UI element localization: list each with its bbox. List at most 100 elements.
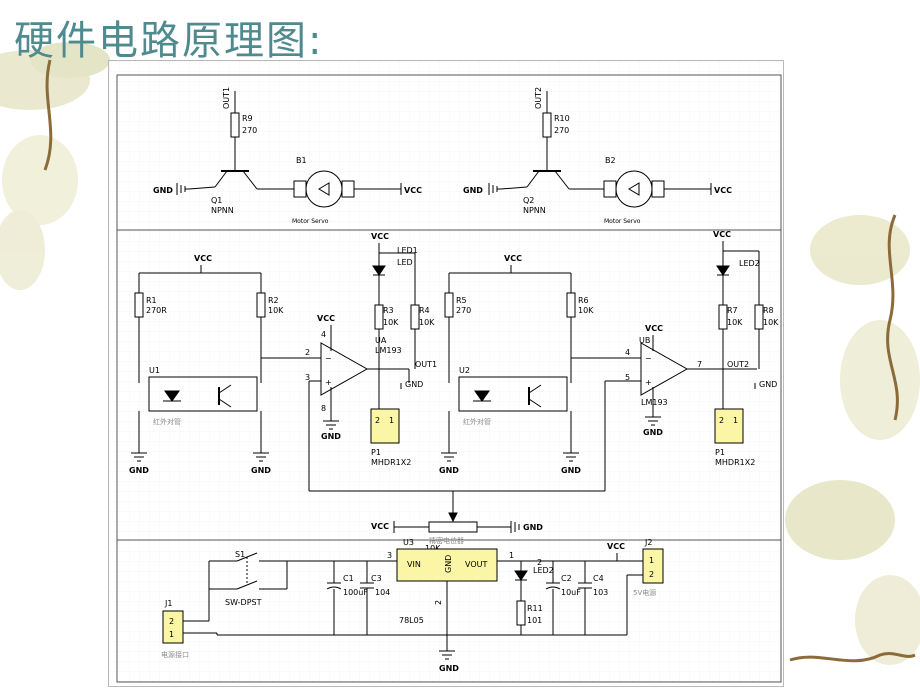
svg-text:R10: R10 xyxy=(554,114,570,123)
svg-text:C3: C3 xyxy=(371,574,382,583)
svg-text:10K: 10K xyxy=(578,306,594,315)
connector-j1 xyxy=(162,610,184,644)
svg-text:GND: GND xyxy=(561,466,581,475)
svg-text:VCC: VCC xyxy=(404,186,422,195)
svg-text:R7: R7 xyxy=(727,306,738,315)
svg-text:2: 2 xyxy=(375,416,380,425)
svg-text:10K: 10K xyxy=(727,318,743,327)
svg-text:10K: 10K xyxy=(268,306,284,315)
svg-text:VCC: VCC xyxy=(504,254,522,263)
svg-text:GND: GND xyxy=(251,466,271,475)
svg-text:7: 7 xyxy=(697,360,702,369)
svg-text:OUT2: OUT2 xyxy=(534,87,543,109)
svg-text:Q2: Q2 xyxy=(523,196,534,205)
svg-text:VCC: VCC xyxy=(645,324,663,333)
svg-text:5: 5 xyxy=(625,373,630,382)
svg-text:270: 270 xyxy=(242,126,257,135)
svg-text:1: 1 xyxy=(389,416,394,425)
motor-driver-2: OUT2 R10 270 GND Q2 NPNN B2 VCC Motor Se… xyxy=(463,87,732,225)
svg-text:GND: GND xyxy=(463,186,483,195)
svg-text:R11: R11 xyxy=(527,604,543,613)
svg-text:J1: J1 xyxy=(164,599,172,608)
svg-text:S1: S1 xyxy=(235,550,245,559)
svg-text:10K: 10K xyxy=(419,318,435,327)
circuit-diagram: OUT1 R9 270 GND Q1 NPNN B1 VCC Motor Ser… xyxy=(109,61,785,688)
svg-text:10K: 10K xyxy=(763,318,779,327)
svg-text:GND: GND xyxy=(444,555,453,573)
svg-text:1: 1 xyxy=(169,630,174,639)
svg-text:GND: GND xyxy=(321,432,341,441)
svg-text:R6: R6 xyxy=(578,296,589,305)
led-power xyxy=(514,570,528,581)
schematic-sheet: OUT1 R9 270 GND Q1 NPNN B1 VCC Motor Ser… xyxy=(108,60,785,688)
ir-sensor-u2 xyxy=(458,376,568,412)
svg-text:1: 1 xyxy=(733,416,738,425)
page-title: 硬件电路原理图: xyxy=(14,18,324,64)
svg-text:OUT1: OUT1 xyxy=(415,360,437,369)
svg-text:−: − xyxy=(645,354,652,363)
svg-text:R5: R5 xyxy=(456,296,467,305)
svg-text:VIN: VIN xyxy=(407,560,421,569)
svg-text:1: 1 xyxy=(509,551,514,560)
power-supply: J1 2 1 电源接口 S1 SW-DPST C1 100uF C3 104 xyxy=(161,538,664,673)
svg-text:R9: R9 xyxy=(242,114,253,123)
svg-text:270: 270 xyxy=(456,306,471,315)
svg-text:10K: 10K xyxy=(383,318,399,327)
svg-text:VCC: VCC xyxy=(194,254,212,263)
svg-text:GND: GND xyxy=(643,428,663,437)
svg-text:4: 4 xyxy=(321,330,326,339)
svg-text:10uF: 10uF xyxy=(561,588,581,597)
svg-text:P1: P1 xyxy=(371,448,381,457)
svg-text:LED2: LED2 xyxy=(739,259,760,268)
svg-text:2: 2 xyxy=(169,617,174,626)
ir-sensor-u1 xyxy=(148,376,258,412)
svg-text:电源接口: 电源接口 xyxy=(161,650,189,659)
svg-text:OUT2: OUT2 xyxy=(727,360,749,369)
svg-text:MHDR1X2: MHDR1X2 xyxy=(371,458,411,467)
svg-text:R2: R2 xyxy=(268,296,279,305)
comparator-ua xyxy=(320,342,369,396)
svg-text:U3: U3 xyxy=(403,538,414,547)
svg-text:VCC: VCC xyxy=(607,542,625,551)
svg-text:U1: U1 xyxy=(149,366,160,375)
svg-text:VCC: VCC xyxy=(371,232,389,241)
label-out1: OUT1 xyxy=(222,87,231,109)
svg-text:2: 2 xyxy=(537,558,542,567)
svg-text:−: − xyxy=(325,354,332,363)
svg-text:MHDR1X2: MHDR1X2 xyxy=(715,458,755,467)
svg-text:LM193: LM193 xyxy=(641,398,668,407)
svg-text:GND: GND xyxy=(129,466,149,475)
svg-text:104: 104 xyxy=(375,588,390,597)
svg-text:GND: GND xyxy=(153,186,173,195)
svg-text:C1: C1 xyxy=(343,574,354,583)
svg-text:R8: R8 xyxy=(763,306,774,315)
motor-driver-1: OUT1 R9 270 GND Q1 NPNN B1 VCC Motor Ser… xyxy=(153,87,422,225)
svg-text:+: + xyxy=(325,378,332,387)
svg-text:VCC: VCC xyxy=(713,230,731,239)
svg-text:5V电源: 5V电源 xyxy=(633,588,656,597)
svg-text:+: + xyxy=(645,378,652,387)
svg-text:4: 4 xyxy=(625,348,630,357)
svg-text:103: 103 xyxy=(593,588,608,597)
svg-text:NPNN: NPNN xyxy=(523,206,546,215)
svg-text:1: 1 xyxy=(649,556,654,565)
svg-text:J2: J2 xyxy=(644,538,652,547)
svg-text:78L05: 78L05 xyxy=(399,616,424,625)
svg-text:Motor Servo: Motor Servo xyxy=(292,218,329,225)
svg-text:P1: P1 xyxy=(715,448,725,457)
svg-text:C4: C4 xyxy=(593,574,604,583)
svg-text:R1: R1 xyxy=(146,296,157,305)
svg-text:3: 3 xyxy=(387,551,392,560)
comparator-ub xyxy=(640,342,689,396)
sensor-channel-1: VCC R1 270R R2 10K U1 红外对管 GND GND 2 3 −… xyxy=(129,232,437,491)
svg-text:精密电位器: 精密电位器 xyxy=(429,536,464,545)
svg-text:R3: R3 xyxy=(383,306,394,315)
svg-text:LM193: LM193 xyxy=(375,346,402,355)
svg-text:红外对管: 红外对管 xyxy=(153,417,181,426)
svg-text:UA: UA xyxy=(375,336,387,345)
svg-text:VCC: VCC xyxy=(371,522,389,531)
connector-j2 xyxy=(642,548,664,584)
section-power xyxy=(116,539,782,683)
svg-text:C2: C2 xyxy=(561,574,572,583)
svg-text:GND: GND xyxy=(439,664,459,673)
